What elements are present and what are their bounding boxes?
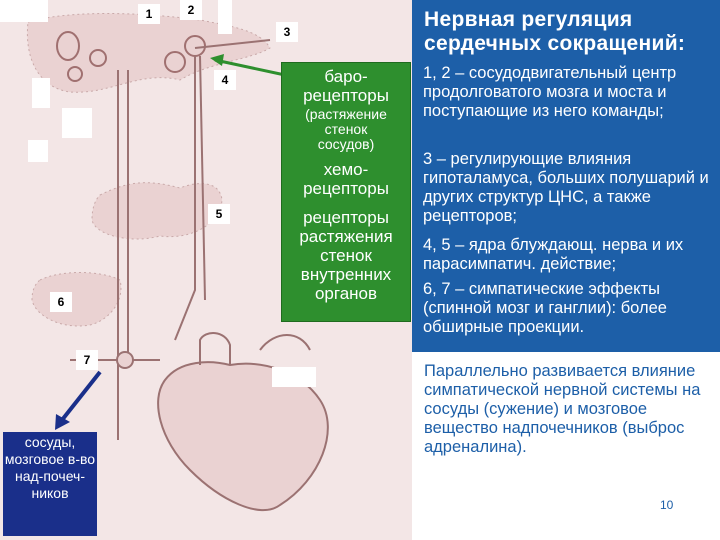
- parallel-effects-text: Параллельно развивается влияние симпатич…: [424, 362, 714, 457]
- nerve-line-d: [200, 56, 205, 300]
- label-4: 4: [214, 70, 236, 90]
- label-2: 2: [180, 0, 202, 20]
- baroreceptors-note: (растяжение стенок сосудов): [282, 105, 410, 152]
- effects-box: сосуды, мозговое в-во над-почеч-ников: [3, 432, 97, 536]
- blank-label-left-3: [28, 140, 48, 162]
- stretch-receptors-label: рецепторы растяжения стенок внутренних о…: [282, 198, 410, 303]
- arrow-to-effects: [62, 372, 100, 420]
- slide-number: 10: [660, 498, 673, 512]
- receptors-box: баро-рецепторы (растяжение стенок сосудо…: [281, 62, 411, 322]
- blank-label-top-mid: [218, 0, 232, 34]
- list-item-4-5: 4, 5 – ядра блуждающ. нерва и их парасим…: [423, 236, 718, 274]
- list-item-6-7: 6, 7 – симпатические эффекты (спинной мо…: [423, 280, 718, 337]
- chemoreceptors-label: хемо-рецепторы: [282, 152, 410, 198]
- blank-label-left-2: [62, 108, 92, 138]
- blank-label-left-1: [32, 78, 50, 108]
- label-1: 1: [138, 4, 160, 24]
- ganglion-7: [117, 352, 133, 368]
- list-item-3: 3 – регулирующие влияния гипоталамуса, б…: [423, 150, 718, 226]
- list-item-1-2: 1, 2 – сосудодвигательный центр продолго…: [423, 64, 718, 121]
- spinal-cord-region: [32, 273, 121, 326]
- slide-title: Нервная регуляция сердечных сокращений:: [424, 8, 714, 56]
- nerve-diagram: 1 2 3 4 5 6 7 баро-рецепторы (растяжение…: [0, 0, 415, 540]
- label-3: 3: [276, 22, 298, 42]
- vessel-right: [260, 335, 310, 350]
- label-7: 7: [76, 350, 98, 370]
- blank-label-right-heart: [272, 367, 316, 387]
- label-5: 5: [208, 204, 230, 224]
- blank-label-top-left: [0, 0, 48, 22]
- baroreceptors-label: баро-рецепторы: [282, 63, 410, 105]
- aorta: [200, 333, 230, 365]
- label-6: 6: [50, 292, 72, 312]
